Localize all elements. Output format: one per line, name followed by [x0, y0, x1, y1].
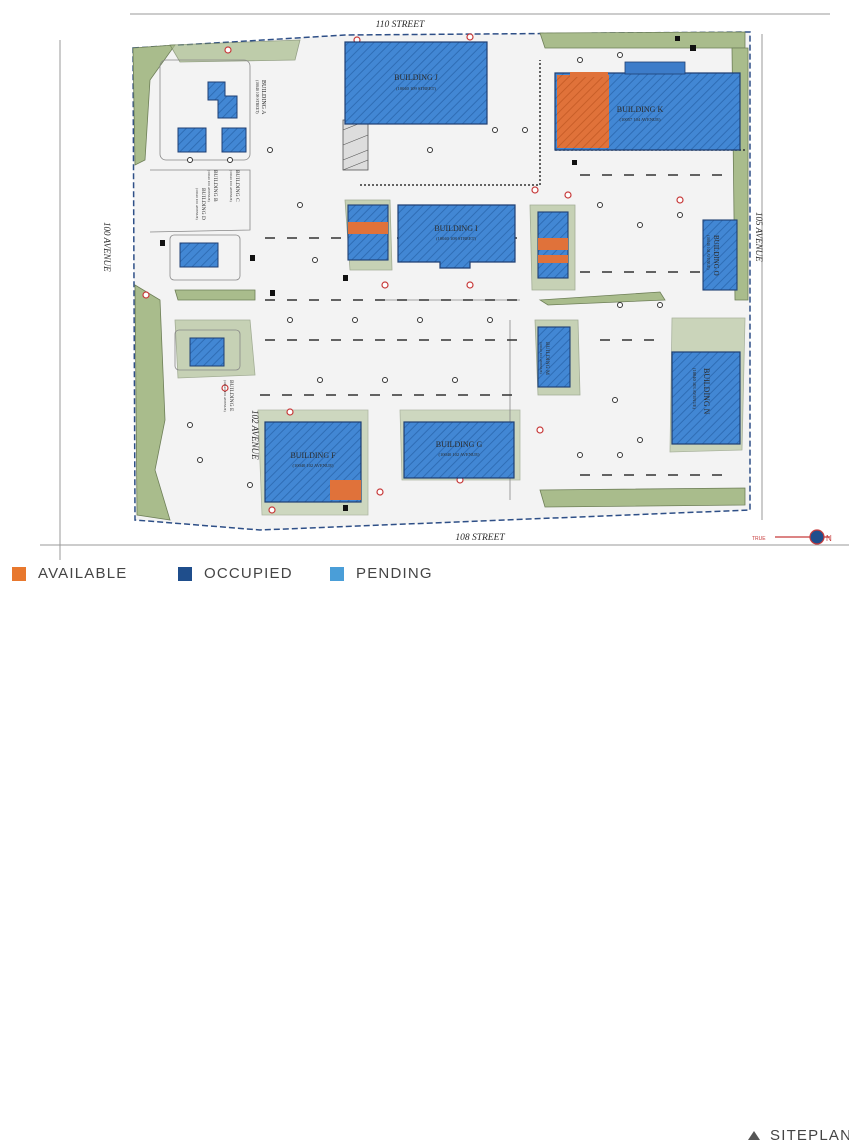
svg-text:TRUE: TRUE: [752, 536, 766, 542]
svg-text:BUILDING C: BUILDING C: [234, 170, 240, 202]
svg-text:BUILDING D: BUILDING D: [200, 188, 206, 220]
building-j[interactable]: BUILDING J (10040 109 STREET): [344, 41, 488, 125]
svg-text:(10040 109 STREET): (10040 109 STREET): [396, 86, 436, 91]
svg-text:BUILDING I: BUILDING I: [434, 224, 478, 233]
svg-text:BUILDING G: BUILDING G: [436, 440, 483, 449]
svg-text:(10040 103 AVENUE): (10040 103 AVENUE): [539, 342, 543, 375]
building-n[interactable]: BUILDING N (10040 103 AVENUE): [671, 351, 741, 445]
svg-text:(10040 104 AVENUE): (10040 104 AVENUE): [706, 235, 710, 270]
building-l[interactable]: [537, 211, 569, 279]
legend-pending: PENDING: [330, 565, 433, 582]
avenue-100: 100 AVENUE: [102, 222, 112, 272]
svg-text:(10057 104 AVENUE): (10057 104 AVENUE): [620, 117, 661, 122]
svg-text:(10040 102 AVENUE): (10040 102 AVENUE): [439, 452, 480, 457]
svg-text:(10040 100 AVENUE): (10040 100 AVENUE): [195, 188, 199, 221]
legend: AVAILABLE OCCUPIED PENDING SITEPLAN: [0, 562, 849, 1144]
building-g[interactable]: BUILDING G (10040 102 AVENUE): [403, 421, 515, 479]
svg-text:BUILDING F: BUILDING F: [290, 451, 336, 460]
building-d[interactable]: BUILDING D (10040 100 AVENUE): [179, 188, 219, 268]
svg-text:BUILDING A: BUILDING A: [260, 80, 266, 115]
building-a[interactable]: BUILDING A (10040 109 STREET): [207, 80, 266, 119]
svg-text:BUILDING J: BUILDING J: [394, 73, 438, 82]
avenue-105: 105 AVENUE: [754, 212, 764, 262]
legend-label: PENDING: [356, 565, 433, 582]
svg-text:(10040 100 AVENUE): (10040 100 AVENUE): [229, 170, 233, 203]
occupied-swatch: [178, 566, 192, 581]
svg-text:BUILDING E: BUILDING E: [228, 380, 234, 412]
site-boundary: [132, 31, 751, 531]
svg-text:BUILDING N: BUILDING N: [702, 368, 711, 415]
building-m[interactable]: BUILDING M (10040 103 AVENUE): [537, 326, 571, 388]
svg-text:BUILDING K: BUILDING K: [617, 105, 664, 114]
pending-swatch: [330, 566, 344, 581]
building-k[interactable]: BUILDING K (10057 104 AVENUE): [554, 61, 741, 151]
building-e[interactable]: BUILDING E (10040 100 AVENUE): [189, 337, 234, 413]
building-b[interactable]: BUILDING B (10040 100 AVENUE): [177, 127, 218, 203]
building-i[interactable]: BUILDING I (10040 108 STREET): [397, 204, 516, 269]
svg-text:(10040 103 AVENUE): (10040 103 AVENUE): [692, 368, 697, 409]
svg-text:BUILDING M: BUILDING M: [544, 342, 550, 375]
legend-occupied: OCCUPIED: [178, 565, 293, 582]
available-swatch: [12, 566, 26, 581]
svg-text:BUILDING B: BUILDING B: [212, 170, 218, 202]
triangle-icon: [748, 1131, 760, 1140]
svg-text:(10040 100 AVENUE): (10040 100 AVENUE): [207, 170, 211, 203]
avenue-102: 102 AVENUE: [250, 410, 260, 460]
building-c[interactable]: BUILDING C (10040 100 AVENUE): [221, 127, 247, 203]
building-o[interactable]: BUILDING O (10040 104 AVENUE): [702, 219, 738, 291]
site-plan-map: BUILDING J (10040 109 STREET) BUILDING K…: [0, 0, 849, 560]
legend-available: AVAILABLE: [12, 565, 127, 582]
legend-label: OCCUPIED: [204, 565, 293, 582]
legend-label: AVAILABLE: [38, 565, 128, 582]
svg-text:(10040 108 STREET): (10040 108 STREET): [436, 236, 476, 241]
building-f[interactable]: BUILDING F (10040 102 AVENUE): [264, 421, 362, 503]
building-h[interactable]: [347, 204, 389, 261]
svg-text:N: N: [826, 534, 832, 543]
svg-text:BUILDING O: BUILDING O: [712, 235, 720, 276]
street-110: 110 STREET: [376, 20, 425, 30]
siteplan-label: SITEPLAN: [748, 1127, 849, 1144]
north-arrow: TRUE N: [752, 529, 832, 545]
svg-text:(10040 109 STREET): (10040 109 STREET): [255, 80, 259, 114]
svg-text:(10040 102 AVENUE): (10040 102 AVENUE): [293, 463, 334, 468]
svg-text:(10040 100 AVENUE): (10040 100 AVENUE): [223, 380, 227, 413]
street-108: 108 STREET: [455, 533, 505, 543]
